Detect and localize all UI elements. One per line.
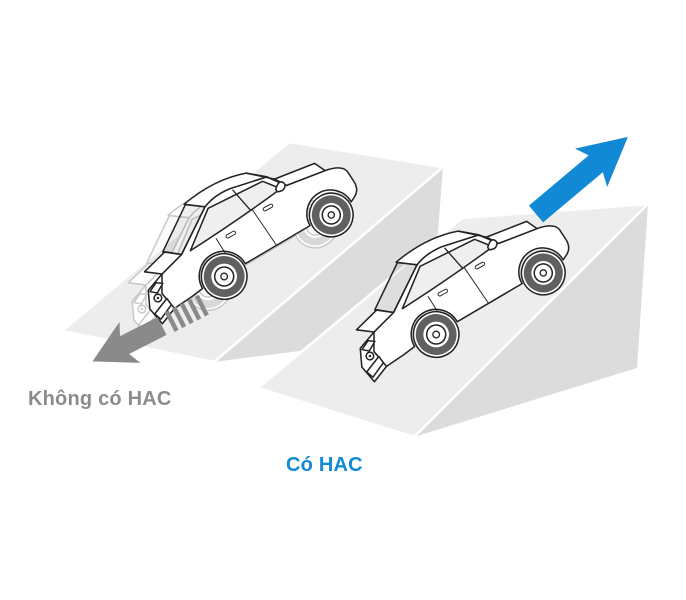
label-with-hac: Có HAC xyxy=(286,454,363,476)
label-without-hac: Không có HAC xyxy=(28,388,172,410)
uphill-forward-arrow-icon xyxy=(528,136,628,223)
downhill-rollback-arrow-icon xyxy=(92,294,209,363)
